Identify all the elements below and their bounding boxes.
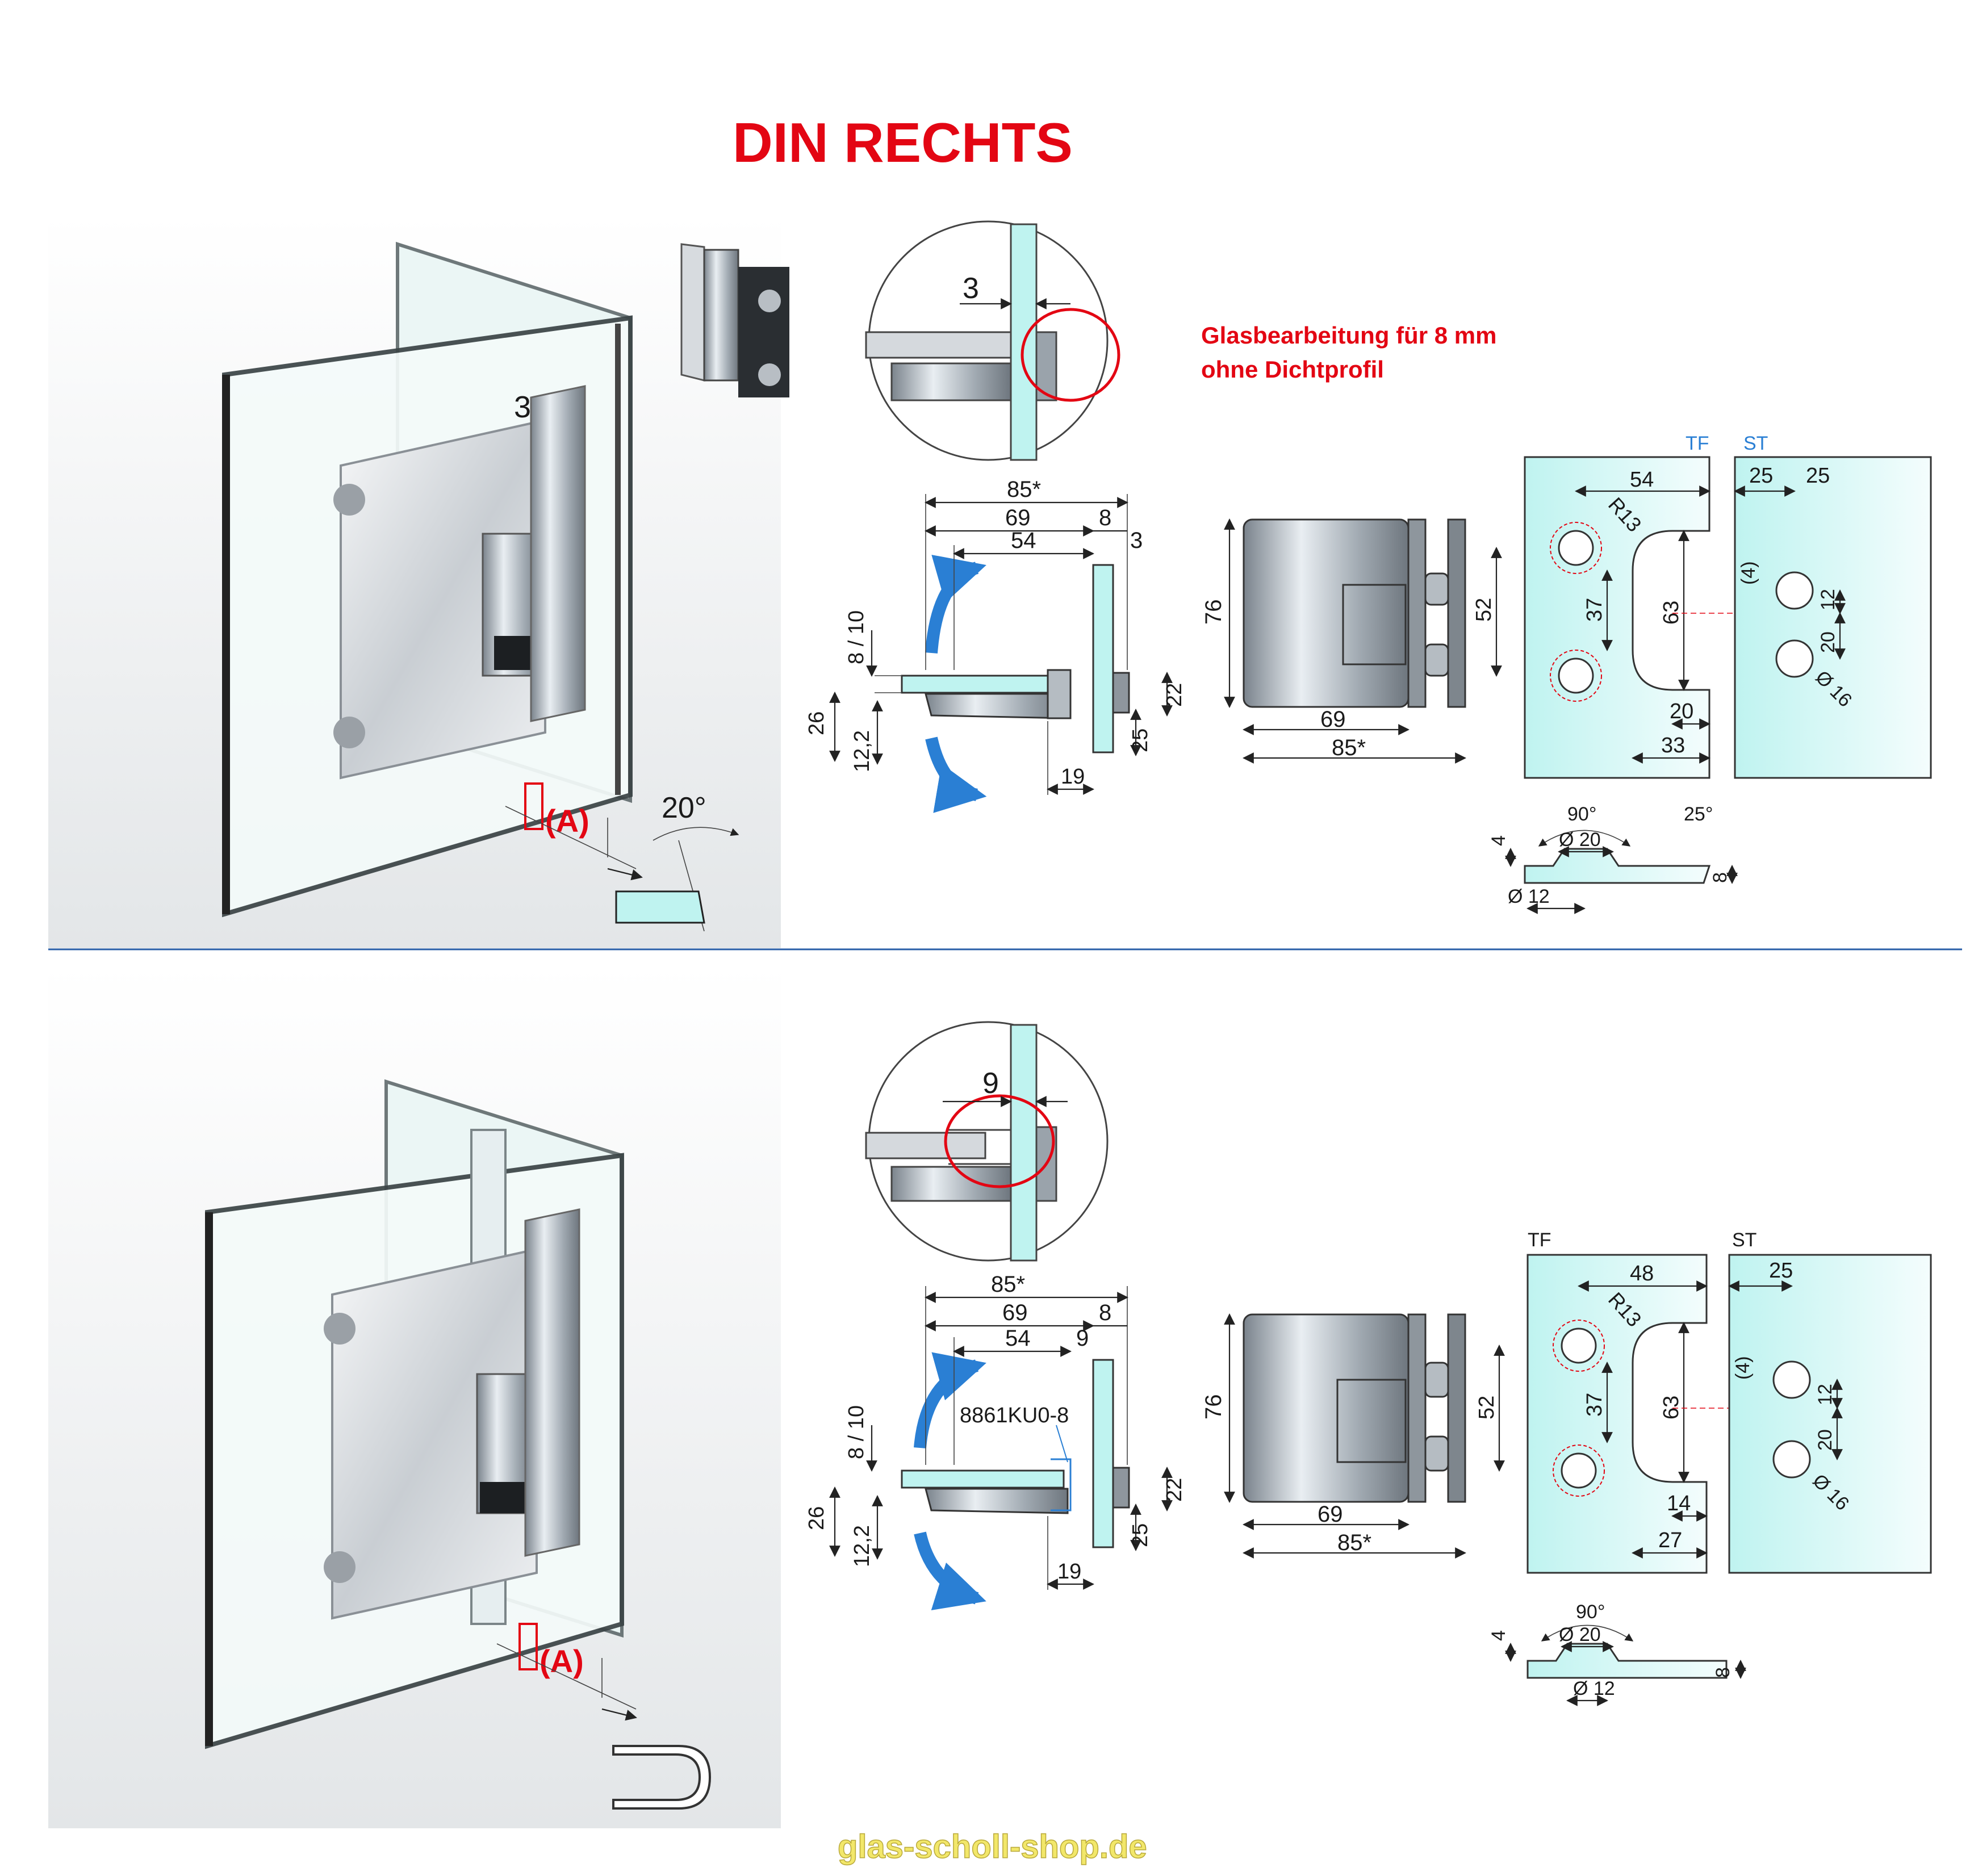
bottom-detail-gap-label: 9 — [982, 1067, 999, 1100]
bottom-st-cutout: ST 25 (4) 12 20 Ø 16 — [1728, 1229, 1932, 1574]
top-tf-dim-37: 37 — [1583, 598, 1607, 622]
bottom-side-dim-12-2: 12,2 — [850, 1525, 874, 1567]
top-st-cutout: ST 25 25 (4) 12 20 Ø 16 — [1734, 433, 1932, 779]
bottom-side-dim-8-10: 8 / 10 — [844, 1405, 868, 1459]
bottom-side-dim-22: 22 — [1162, 1478, 1186, 1502]
top-side-dim-26: 26 — [805, 711, 829, 735]
top-front-dim-85: 85* — [1332, 735, 1366, 760]
bottom-tf-dim-48: 48 — [1630, 1262, 1654, 1285]
top-side-dim-12-2: 12,2 — [850, 730, 874, 772]
top-side-dim-8-10: 8 / 10 — [844, 610, 868, 664]
bottom-tf-dim-27: 27 — [1658, 1529, 1682, 1552]
bottom-photo-cutout-marker — [518, 1623, 538, 1670]
bottom-side-dim-69: 69 — [1002, 1300, 1028, 1325]
bottom-side-dim-54: 54 — [1005, 1326, 1031, 1351]
bottom-glass-section: 90° Ø 20 4 8 Ø 12 — [1488, 1601, 1746, 1706]
bottom-tf-label: TF — [1528, 1229, 1551, 1251]
bottom-section-dia-12: Ø 12 — [1573, 1678, 1615, 1699]
top-photo-cutout-label: (A) — [545, 803, 589, 839]
bottom-section-angle-90: 90° — [1576, 1601, 1605, 1623]
top-side-dim-85: 85* — [1007, 477, 1041, 502]
bottom-front-dim-76: 76 — [1201, 1395, 1226, 1420]
top-tf-dim-33: 33 — [1661, 734, 1685, 757]
top-side-dim-54: 54 — [1011, 528, 1036, 553]
top-section-dim-4: 4 — [1488, 835, 1509, 846]
top-glass-section: 90° Ø 20 25° 4 8 Ø 12 — [1488, 803, 1738, 914]
bottom-side-dim-25: 25 — [1128, 1523, 1152, 1547]
page-title: DIN RECHTS — [733, 111, 1073, 174]
bottom-tf-dim-37: 37 — [1583, 1393, 1607, 1417]
top-tf-dim-20: 20 — [1670, 700, 1693, 723]
bottom-tf-dim-14: 14 — [1667, 1492, 1691, 1515]
top-front-dim-76: 76 — [1201, 600, 1226, 625]
top-photo-cutout-marker — [524, 782, 543, 830]
bottom-st-label: ST — [1732, 1229, 1756, 1251]
bottom-side-seal-code: 8861KU0-8 — [960, 1404, 1069, 1427]
top-tf-dim-63: 63 — [1659, 601, 1683, 625]
bottom-st-dim-25: 25 — [1769, 1259, 1793, 1283]
bottom-tf-cutout: TF 48 R13 52 37 63 14 27 — [1475, 1229, 1925, 1574]
top-side-dim-3: 3 — [1130, 528, 1143, 553]
bottom-product-photo: (A) — [48, 965, 781, 1828]
top-side-dim-22: 22 — [1162, 683, 1186, 707]
top-tf-dim-52: 52 — [1472, 598, 1496, 622]
top-tf-dim-54: 54 — [1630, 468, 1654, 492]
top-side-dim-19: 19 — [1061, 765, 1085, 789]
top-st-label: ST — [1743, 433, 1768, 454]
bottom-st-dim-12: 12 — [1814, 1384, 1836, 1405]
bottom-section-dim-4: 4 — [1488, 1630, 1509, 1641]
top-section-dia-12: Ø 12 — [1508, 886, 1550, 907]
top-product-photo: 3 (A) 20° — [48, 216, 781, 948]
top-hinge-thumbnail — [680, 243, 789, 397]
bottom-detail-circle: 9 — [865, 1021, 1109, 1262]
top-detail-circle: 3 — [865, 220, 1120, 461]
bottom-tf-dim-52: 52 — [1475, 1396, 1499, 1419]
top-photo-gap-label: 3 — [514, 390, 531, 424]
bottom-side-view: 85* 69 8 54 9 8861KU0-8 8 / 10 26 12,2 2… — [805, 1272, 1186, 1610]
top-tf-label: TF — [1686, 433, 1709, 454]
watermark: glas-scholl-shop.de — [838, 1828, 1147, 1865]
top-front-view: 76 69 85* — [1201, 518, 1466, 764]
top-side-view: 85* 69 8 54 3 8 / 10 26 12,2 22 25 19 — [805, 477, 1186, 813]
top-st-dim-4: (4) — [1738, 561, 1759, 585]
bottom-side-dim-85: 85* — [991, 1272, 1025, 1297]
top-photo-angle-label: 20° — [662, 792, 706, 824]
bottom-section-dim-8: 8 — [1712, 1667, 1734, 1678]
bottom-st-dim-20: 20 — [1814, 1429, 1836, 1451]
top-st-dim-12: 12 — [1817, 589, 1839, 610]
bottom-photo-cutout-label: (A) — [539, 1643, 584, 1679]
bottom-side-dim-19: 19 — [1057, 1560, 1081, 1584]
top-front-dim-69: 69 — [1320, 707, 1346, 732]
top-section-dim-8: 8 — [1709, 872, 1731, 883]
top-section-angle-25: 25° — [1684, 803, 1713, 825]
note-line1: Glasbearbeitung für 8 mm — [1201, 322, 1496, 349]
note-line2: ohne Dichtprofil — [1201, 356, 1384, 383]
bottom-front-dim-85: 85* — [1337, 1530, 1371, 1555]
top-st-dim-25b: 25 — [1806, 464, 1830, 488]
top-section-dia-20: Ø 20 — [1559, 829, 1601, 851]
top-side-dim-8: 8 — [1099, 505, 1111, 530]
bottom-tf-dim-63: 63 — [1659, 1396, 1683, 1419]
top-detail-gap-label: 3 — [963, 272, 979, 305]
bottom-section-dia-20: Ø 20 — [1559, 1624, 1601, 1645]
bottom-front-dim-69: 69 — [1318, 1502, 1343, 1527]
bottom-st-dim-4: (4) — [1732, 1356, 1754, 1380]
top-tf-cutout: TF 54 R13 52 37 63 20 33 — [1472, 433, 1925, 779]
top-side-dim-69: 69 — [1005, 505, 1031, 530]
bottom-side-dim-8: 8 — [1099, 1300, 1111, 1325]
top-st-dim-25a: 25 — [1749, 464, 1773, 488]
bottom-front-view: 76 69 85* — [1201, 1313, 1466, 1559]
top-st-dim-20: 20 — [1817, 631, 1839, 653]
top-section-angle-90: 90° — [1567, 803, 1596, 825]
bottom-side-dim-26: 26 — [805, 1506, 829, 1530]
top-side-dim-25: 25 — [1128, 728, 1152, 752]
bottom-side-dim-9: 9 — [1076, 1326, 1089, 1351]
